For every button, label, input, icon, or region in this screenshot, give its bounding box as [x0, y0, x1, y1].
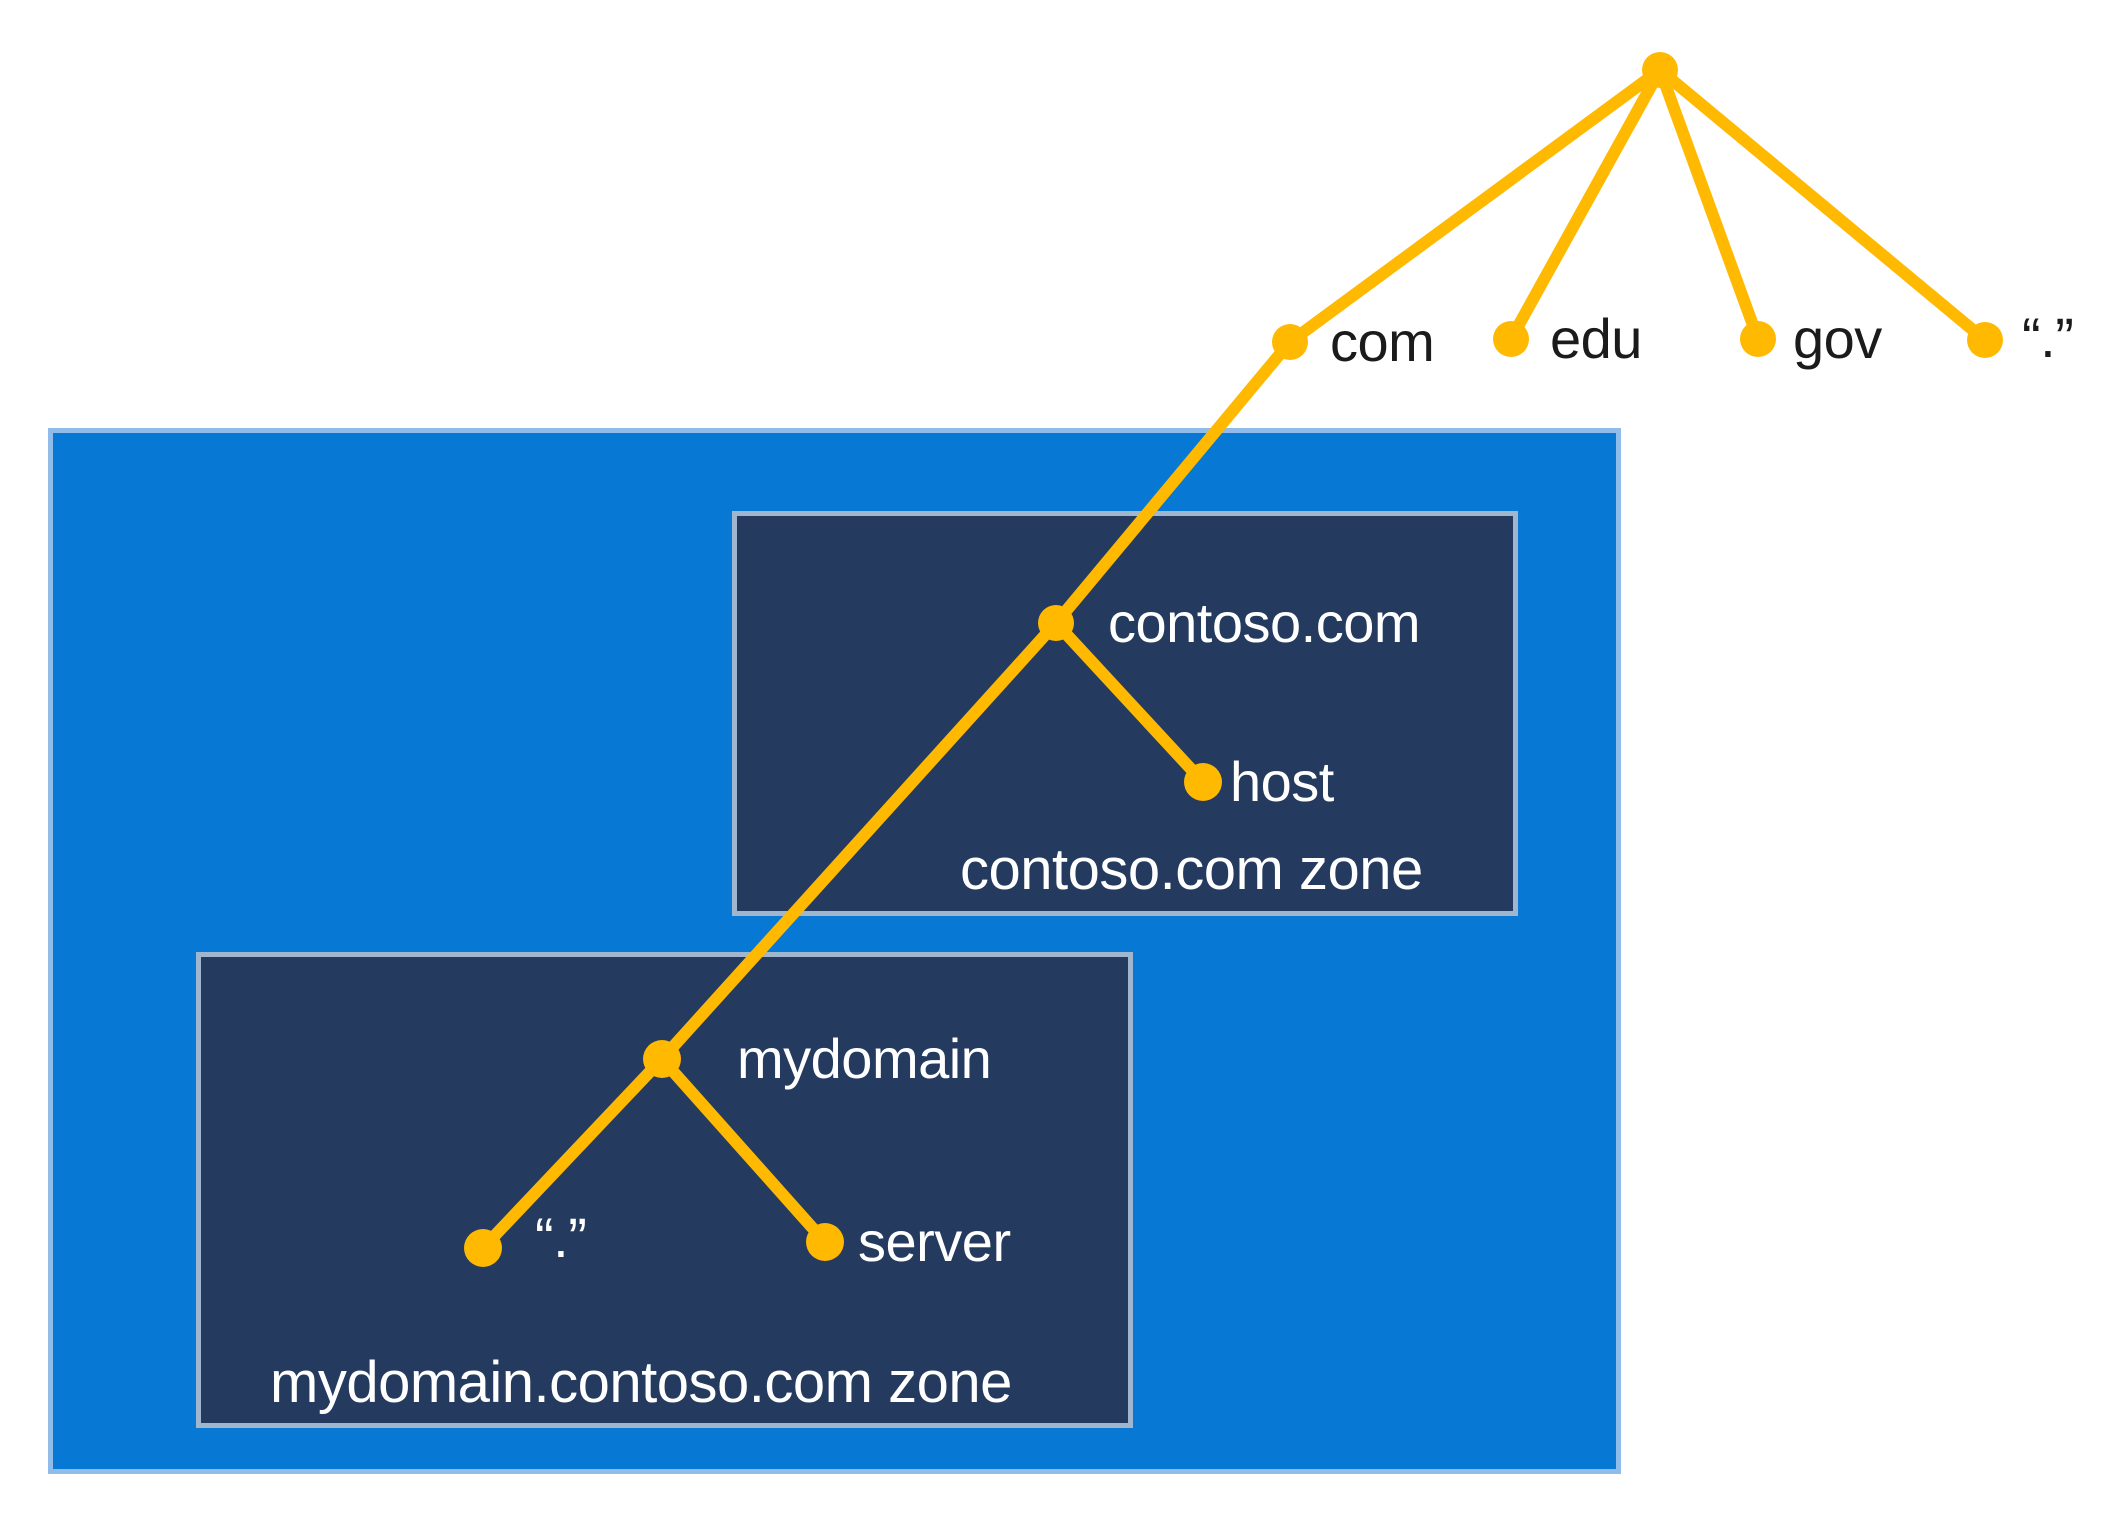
gov-node-dot [1740, 321, 1776, 357]
server-node-dot [806, 1223, 844, 1261]
contoso-zone-box [732, 511, 1518, 916]
edge-mydomain-server [657, 1055, 830, 1246]
edge-root-com [1286, 65, 1664, 347]
contoso-zone-caption: contoso.com zone [960, 837, 1423, 902]
root-node-dot [1642, 52, 1678, 88]
host-node-dot [1184, 763, 1222, 801]
root-dot-node-label: “.” [2022, 306, 2074, 369]
edu-node-label: edu [1550, 307, 1642, 370]
gov-node-label: gov [1793, 307, 1882, 370]
mydomain-zone-box [196, 952, 1133, 1428]
contoso-node-label: contoso.com [1108, 591, 1421, 654]
com-node-dot [1272, 324, 1308, 360]
host-node-label: host [1230, 750, 1334, 813]
server-node-label: server [858, 1210, 1011, 1273]
edge-root-dot [1656, 65, 1989, 345]
edu-node-dot [1493, 321, 1529, 357]
top-dot-node-dot [1967, 322, 2003, 358]
edge-contoso-mydomain [657, 618, 1061, 1064]
edge-contoso-host [1051, 618, 1208, 787]
mydomain-node-label: mydomain [737, 1027, 992, 1090]
contoso-node-dot [1038, 605, 1074, 641]
mydomain-dot-node-label: “.” [535, 1206, 587, 1269]
edge-com-contoso [1051, 338, 1295, 627]
com-node-label: com [1330, 310, 1435, 373]
mydomain-dot-node-dot [464, 1229, 502, 1267]
edge-root-gov [1654, 67, 1764, 342]
mydomain-node-dot [643, 1040, 681, 1078]
edge-root-edu [1505, 67, 1666, 342]
edge-mydomain-dot [478, 1054, 667, 1253]
mydomain-zone-caption: mydomain.contoso.com zone [270, 1350, 1012, 1415]
